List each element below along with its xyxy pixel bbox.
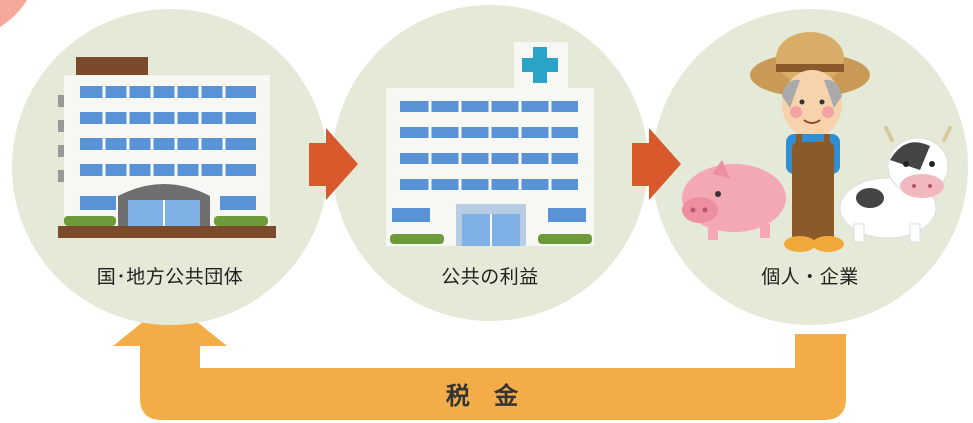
flow-arrow-1 xyxy=(309,128,358,200)
hospital-icon xyxy=(386,42,594,246)
tax-label: 税 金 xyxy=(445,382,527,410)
tax-return-arrow xyxy=(113,300,846,420)
individuals-companies-label: 個人・企業 xyxy=(761,266,859,288)
government-building-icon xyxy=(58,57,276,238)
farmer-with-pig-and-cow-icon xyxy=(682,32,952,252)
corner-decoration xyxy=(0,0,27,27)
public-benefit-label: 公共の利益 xyxy=(441,266,539,288)
government-label: 国･地方公共団体 xyxy=(96,266,244,288)
flow-arrow-2 xyxy=(632,128,681,200)
